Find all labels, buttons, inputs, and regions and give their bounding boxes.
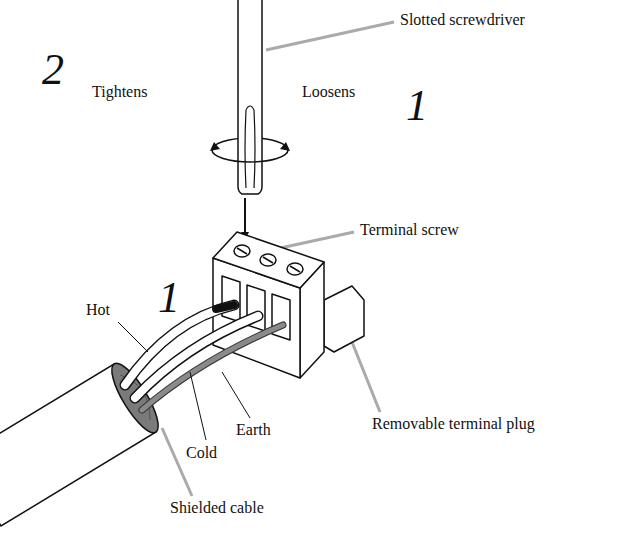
wire-label: Hot <box>86 300 110 319</box>
part-label: Terminal screw <box>360 220 459 239</box>
insert-arrow <box>244 198 246 238</box>
part-label: Slotted screwdriver <box>400 10 525 29</box>
action-label: Loosens <box>302 82 355 101</box>
wires <box>125 305 283 410</box>
wire-leaders <box>118 322 250 440</box>
wire-label: Earth <box>236 420 271 439</box>
part-label: Shielded cable <box>170 498 264 517</box>
callout-number: 1 <box>406 84 428 128</box>
action-label: Tightens <box>92 82 147 101</box>
screwdriver <box>238 0 262 194</box>
leader-lines <box>162 22 394 496</box>
part-label: Removable terminal plug <box>372 414 535 433</box>
callout-number: 2 <box>42 48 64 92</box>
callout-number: 1 <box>158 276 180 320</box>
shielded-cable <box>0 358 166 526</box>
wire-label: Cold <box>186 443 217 462</box>
terminal-plug <box>213 232 364 378</box>
